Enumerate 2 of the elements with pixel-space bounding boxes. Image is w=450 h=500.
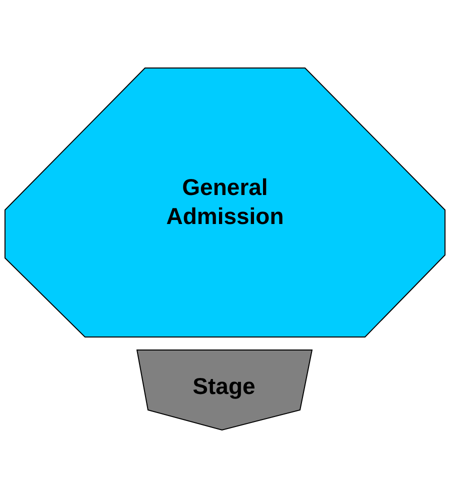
stage-label: Stage xyxy=(192,372,256,401)
section-label: General Admission xyxy=(165,173,285,230)
